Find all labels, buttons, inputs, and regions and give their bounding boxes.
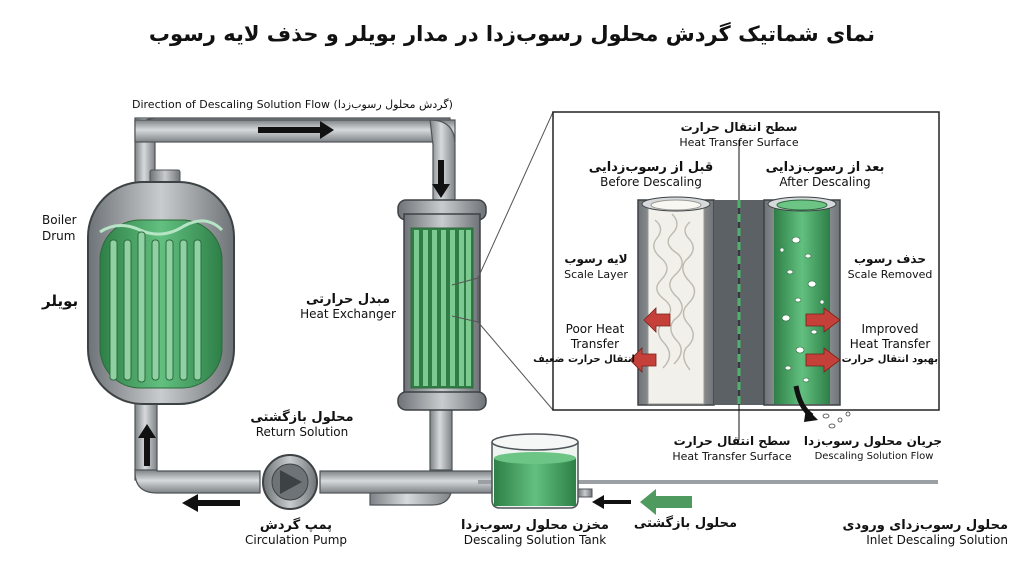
improved-transfer-en-2: Heat Transfer: [849, 337, 931, 351]
boiler-label-en-2: Drum: [42, 229, 76, 243]
poor-transfer-en-2: Transfer: [570, 337, 620, 351]
poor-transfer-fa: انتقال حرارت ضعیف: [533, 354, 635, 365]
solution-flow-label: جریان محلول رسوب‌زدا Descaling Solution …: [803, 434, 942, 464]
pipe-flow-arrows: [138, 121, 450, 512]
return-solution-fa: محلول بازگشتی: [250, 410, 354, 425]
improved-transfer-en-1: Improved: [861, 322, 919, 336]
tank-en: Descaling Solution Tank: [463, 533, 607, 547]
surface-top-en: Heat Transfer Surface: [679, 136, 799, 149]
scale-layer-label: لایه رسوب Scale Layer: [553, 252, 639, 282]
descaling-tank-label: مخزن محلول رسوب‌زدا Descaling Solution T…: [455, 518, 615, 548]
scale-layer-en: Scale Layer: [564, 268, 628, 281]
descaling-tank: [491, 433, 593, 509]
zoom-lines: [451, 111, 554, 411]
circulation-pump-label: پمپ گردش Circulation Pump: [240, 518, 352, 548]
pump-en: Circulation Pump: [244, 533, 347, 547]
improved-transfer-fa: بهبود انتقال حرارت: [841, 354, 938, 365]
tank-fa: مخزن محلول رسوب‌زدا: [461, 518, 609, 533]
surface-top-fa: سطح انتقال حرارت: [680, 120, 798, 134]
heat-exchanger: [397, 199, 487, 411]
heat-exchanger-label: مبدل حرارتی Heat Exchanger: [292, 292, 404, 322]
diagram-title: نمای شماتیک گردش محلول رسوب‌زدا در مدار …: [148, 22, 876, 46]
surface-bottom-fa: سطح انتقال حرارت: [673, 434, 791, 448]
solution-flow-en: Descaling Solution Flow: [814, 451, 934, 462]
detail-panel: [552, 111, 940, 440]
boiler-drum-label: Boiler Drum: [42, 212, 77, 244]
after-descaling-label: بعد از رسوب‌زدایی After Descaling: [760, 160, 890, 190]
after-en: After Descaling: [779, 175, 871, 189]
tube-after-descaling: [763, 196, 841, 406]
heat-exchanger-fa: مبدل حرارتی: [305, 292, 391, 307]
inlet-solution-label: محلول رسوب‌زدای ورودی Inlet Descaling So…: [840, 518, 1008, 548]
scale-removed-fa: حذف رسوب: [854, 252, 926, 266]
heat-arrows: [629, 307, 841, 373]
scale-removed-en: Scale Removed: [847, 268, 933, 281]
solution-flow-arrow: [793, 385, 851, 429]
tube-before-descaling: [637, 196, 715, 406]
flow-direction-en: Direction of Descaling Solution Flow: [132, 98, 331, 111]
poor-transfer-en-1: Poor Heat: [565, 322, 625, 336]
boiler-drum: [87, 169, 235, 405]
inlet-arrows: [592, 489, 692, 515]
boiler-label-en-1: Boiler: [42, 213, 77, 227]
surface-bottom-label: سطح انتقال حرارت Heat Transfer Surface: [664, 434, 800, 464]
return-arrow-label: محلول بازگشتی: [633, 516, 737, 531]
flow-direction-fa: (گردش محلول رسوب‌زدا): [333, 98, 453, 111]
inlet-fa: محلول رسوب‌زدای ورودی: [842, 518, 1008, 533]
solution-flow-fa: جریان محلول رسوب‌زدا: [803, 434, 942, 448]
scale-removed-label: حذف رسوب Scale Removed: [842, 252, 938, 282]
improved-heat-transfer-label: Improved Heat Transfer بهبود انتقال حرار…: [842, 322, 938, 367]
scale-layer-fa: لایه رسوب: [564, 252, 628, 266]
before-en: Before Descaling: [600, 175, 702, 189]
poor-heat-transfer-label: Poor Heat Transfer انتقال حرارت ضعیف: [533, 322, 635, 367]
before-descaling-label: قبل از رسوب‌زدایی Before Descaling: [586, 160, 716, 190]
pump-fa: پمپ گردش: [259, 518, 333, 533]
circulation-pump: [262, 454, 318, 510]
heat-exchanger-en: Heat Exchanger: [300, 307, 396, 321]
flow-direction-label: Direction of Descaling Solution Flow (گر…: [132, 97, 453, 112]
after-fa: بعد از رسوب‌زدایی: [765, 160, 885, 175]
return-solution-en: Return Solution: [255, 425, 349, 439]
before-fa: قبل از رسوب‌زدایی: [588, 160, 714, 175]
inlet-en: Inlet Descaling Solution: [866, 533, 1008, 547]
boiler-label-fa: بویلر: [42, 292, 79, 310]
surface-top-label: سطح انتقال حرارت Heat Transfer Surface: [664, 120, 814, 150]
return-solution-label: محلول بازگشتی Return Solution: [246, 410, 358, 440]
surface-bottom-en: Heat Transfer Surface: [672, 450, 792, 463]
